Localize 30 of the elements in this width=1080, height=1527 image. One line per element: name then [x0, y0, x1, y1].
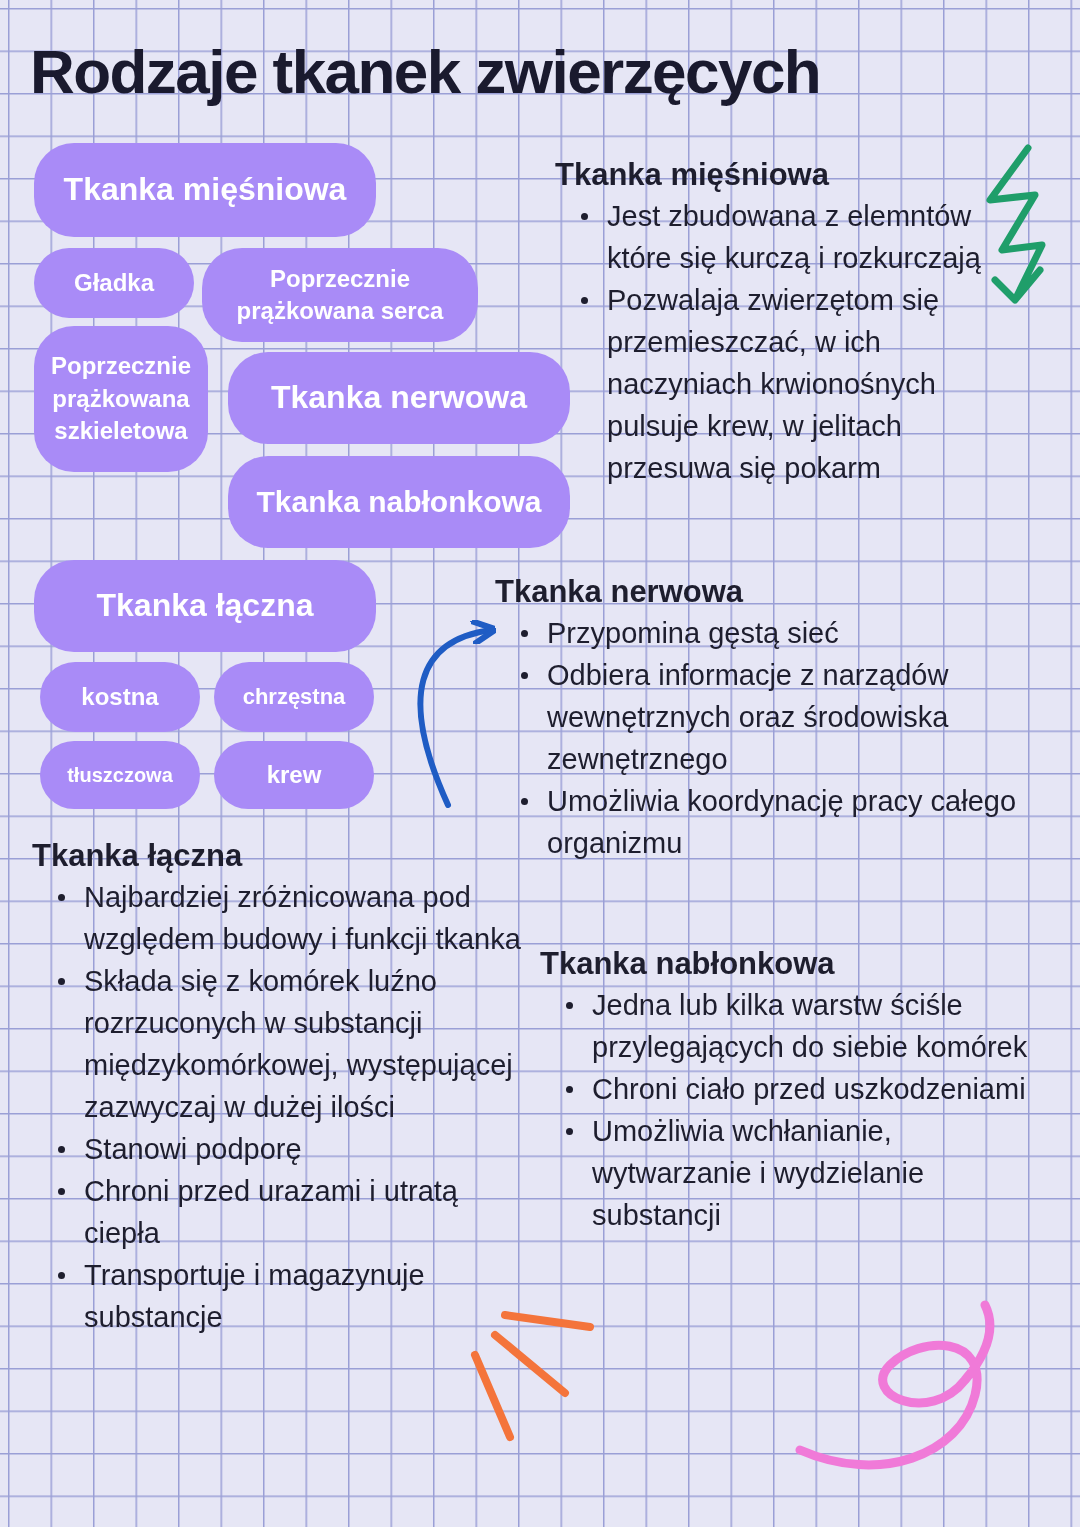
- bullet-text: Odbiera informacje z narządów wewnętrznych oraz środowiska zewnętrznego: [547, 658, 950, 777]
- category-pill: Tkanka nerwowa: [228, 352, 570, 444]
- category-pill: Poprzecznie prążkowana szkieletowa: [34, 326, 208, 472]
- bullet-text: Chroni przed urazami i utratą ciepła: [84, 1174, 459, 1251]
- category-pill: chrzęstna: [214, 662, 374, 732]
- section-heading: Tkanka nerwowa: [495, 573, 745, 611]
- bullet-text: Składa się z komórek luźno rozrzuconych w substancji międzykomórkowej, występującej zazwyczaj w dużej ilości: [84, 964, 514, 1125]
- category-pill: krew: [214, 741, 374, 809]
- category-pill: Poprzecznie prążkowana serca: [202, 248, 478, 342]
- category-pill: Gładka: [34, 248, 194, 318]
- bullet-text: Umożliwia koordynację pracy całego organizmu: [547, 784, 1018, 861]
- bullet-text: Transportuje i magazynuje substancje: [84, 1258, 426, 1335]
- section-heading: Tkanka łączna: [32, 837, 244, 875]
- title: Rodzaje tkanek zwierzęcych: [30, 36, 821, 108]
- bullet-text: Umożliwia wchłanianie, wytwarzanie i wydzielanie substancji: [592, 1114, 926, 1233]
- category-pill: Tkanka łączna: [34, 560, 376, 652]
- curved-arrow: [417, 619, 499, 808]
- bullet-text: Jest zbudowana z elemntów które się kurczą i rozkurczają: [607, 199, 982, 276]
- category-pill: Tkanka nabłonkowa: [228, 456, 570, 548]
- bullet-text: Stanowi podporę: [84, 1132, 303, 1167]
- section-heading: Tkanka nabłonkowa: [540, 945, 836, 983]
- category-pill: kostna: [40, 662, 200, 732]
- bullet-text: Jedna lub kilka warstw ściśle przylegających do siebie komórek: [592, 988, 1029, 1065]
- bullet-text: Najbardziej zróżnicowana pod względem budowy i funkcji tkanka: [84, 880, 522, 957]
- category-pill: tłuszczowa: [40, 741, 200, 809]
- section-heading: Tkanka mięśniowa: [555, 156, 831, 194]
- category-pill: Tkanka mięśniowa: [34, 143, 376, 237]
- bullet-text: Chroni ciało przed uszkodzeniami: [592, 1072, 1027, 1107]
- bullet-text: Przypomina gęstą sieć: [547, 616, 840, 651]
- bullet-text: Pozwalaja zwierzętom się przemieszczać, w ich naczyniach krwionośnych pulsuje krew, w jelitach przesuwa się pokarm: [607, 283, 940, 486]
